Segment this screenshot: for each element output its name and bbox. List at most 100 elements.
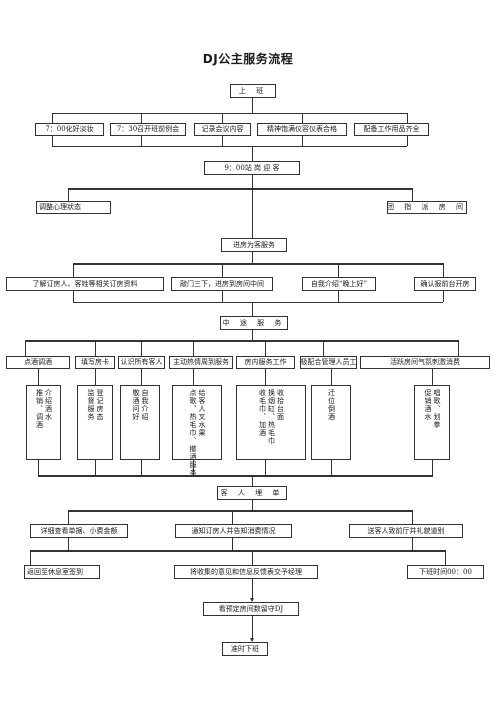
detail-column: 收拾台面 [276, 389, 285, 421]
connector-line [38, 369, 39, 385]
connector-line [222, 263, 223, 277]
connector-line [265, 460, 266, 476]
connector-line [25, 340, 458, 342]
detail-column: 点歌、热毛巾、撤酒服务 [189, 389, 197, 477]
mindset-box: 调整心理状态 [36, 201, 111, 214]
connector-line [52, 113, 407, 114]
connector-line [407, 113, 408, 123]
detail-column: 推销、调酒 [35, 389, 44, 429]
connector-line [73, 291, 74, 302]
service-title-box: 填写房卡 [75, 356, 115, 369]
detail-column: 介绍酒水 [44, 389, 53, 421]
prep-box: 配备工作用品齐全 [354, 123, 429, 136]
checkout-step-box: 详细查看单据、小费金额 [30, 524, 128, 538]
service-title-box: 房内服务工作 [236, 356, 295, 369]
connector-line [193, 340, 194, 356]
connector-line [338, 291, 339, 302]
connector-line [331, 460, 332, 476]
connector-line [412, 188, 413, 201]
connector-line [141, 136, 142, 146]
enter-room-box: 进房为客服务 [221, 238, 287, 252]
checkout-step-box: 通知订房人并告知消费情况 [175, 524, 292, 538]
mid-service-box: 中 途 服 务 [220, 316, 288, 330]
connector-line [141, 113, 142, 123]
connector-line [222, 291, 223, 302]
service-title-box: 活跃房间气氛刺激消费 [360, 356, 490, 369]
connector-line [265, 340, 266, 356]
detail-column: 自我介绍 [141, 389, 149, 421]
connector-line [412, 538, 413, 551]
connector-line [252, 175, 253, 189]
service-title-box: 认识所有客人 [118, 356, 165, 369]
room-step-box: 了解订房人、客姓等相关订房资料 [6, 277, 164, 291]
connector-line [141, 460, 142, 476]
room-step-box: 确认报前台开房 [414, 277, 476, 291]
connector-line [443, 291, 444, 302]
detail-column: 唱歌、划拳 [433, 389, 441, 429]
start-box: 上 班 [230, 84, 276, 98]
connector-line [458, 340, 459, 356]
connector-line [445, 550, 446, 565]
connector-line [30, 550, 31, 565]
connector-line [252, 252, 253, 264]
prep-box: 7：30召开班前例会 [110, 123, 186, 136]
service-detail-box: 迁位倒酒 [311, 385, 351, 460]
connector-line [38, 475, 433, 477]
service-title-box: 主动热情周到服务 [169, 356, 233, 369]
connector-line [95, 369, 96, 385]
connector-line [52, 146, 407, 147]
connector-line [252, 330, 253, 340]
connector-line [193, 460, 194, 476]
connector-line [252, 98, 253, 113]
arrow-down-icon [249, 638, 254, 642]
room-step-box: 自我介绍“晚上好” [302, 277, 376, 291]
prep-box: 精神饱满仪容仪表合格 [257, 123, 347, 136]
detail-column: 给客人叉水果 [198, 389, 206, 437]
connector-line [141, 369, 142, 385]
connector-line [432, 369, 433, 385]
detail-column: 登记房态 [96, 389, 104, 421]
greet-box: 9：00站 岗 迎 客 [204, 161, 300, 175]
detail-column: 敬酒问好 [132, 389, 140, 421]
dj-box: 看预定房间数留守DJ [203, 602, 299, 616]
connector-line [407, 136, 408, 146]
connector-line [73, 302, 443, 303]
connector-line [68, 188, 413, 190]
service-title-box: 点酒调酒 [6, 356, 70, 369]
service-detail-box: 介绍酒水 推销、调酒 [26, 385, 61, 460]
connector-line [302, 136, 303, 146]
connector-line [68, 188, 69, 201]
after-step-box: 下班时间00：00 [407, 565, 484, 579]
connector-line [412, 510, 413, 524]
connector-line [193, 369, 194, 385]
connector-line [252, 579, 253, 601]
prep-box: 7：00化好淡妆 [35, 123, 104, 136]
detail-column: 迁位倒酒 [327, 389, 336, 421]
room-assign-box: 团 指 派 房 间 [387, 201, 467, 214]
service-title-box: 积极配合管理人员工作 [300, 356, 357, 369]
connector-line [252, 190, 253, 238]
checkout-step-box: 送客人致前厅并礼貌道别 [349, 524, 463, 538]
connector-line [95, 460, 96, 476]
service-detail-box: 给客人叉水果 点歌、热毛巾、撤酒服务 [172, 385, 222, 477]
connector-line [25, 340, 26, 356]
checkout-box: 客 人 埋 单 [217, 486, 287, 500]
connector-line [68, 538, 69, 551]
connector-line [52, 113, 53, 123]
connector-line [252, 500, 253, 511]
service-detail-box: 唱歌、划拳 促销酒水 [414, 385, 450, 460]
connector-line [331, 369, 332, 385]
connector-line [30, 550, 445, 552]
connector-line [52, 136, 53, 146]
connector-line [252, 476, 253, 486]
detail-column: 收毛巾、加酒 [258, 389, 267, 437]
connector-line [222, 113, 223, 123]
connector-line [432, 460, 433, 476]
connector-line [443, 263, 444, 277]
after-step-box: 返回至休息室签到 [24, 565, 100, 579]
detail-column: 监督服务 [87, 389, 95, 421]
after-step-box: 将收集的意见和信息反馈表交予经理 [174, 565, 318, 579]
connector-line [222, 136, 223, 146]
connector-line [68, 510, 69, 524]
end-box: 准时下班 [222, 642, 268, 656]
